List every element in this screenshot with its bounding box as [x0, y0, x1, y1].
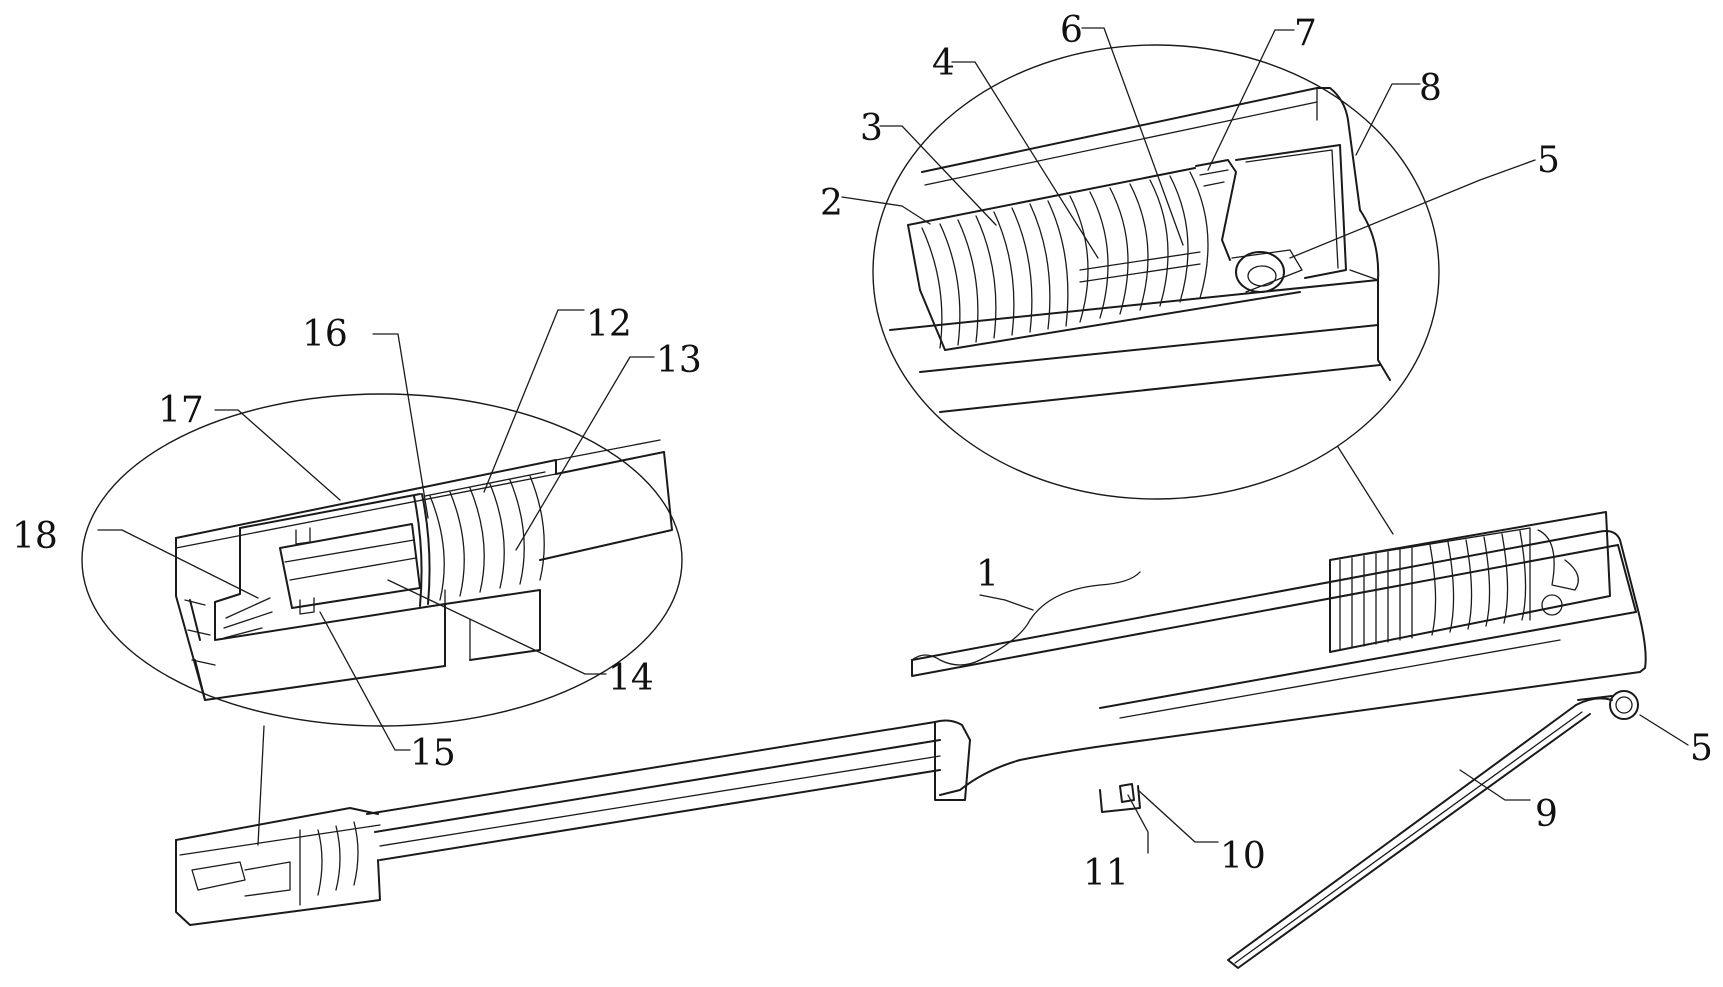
- label-10: 10: [1220, 836, 1266, 877]
- label-17: 17: [158, 390, 204, 431]
- label-6: 6: [1060, 10, 1083, 51]
- label-18: 18: [12, 516, 58, 557]
- detail-leader-left: [258, 726, 264, 845]
- label-2: 2: [820, 183, 843, 224]
- label-11: 11: [1083, 853, 1129, 894]
- label-16: 16: [302, 314, 348, 355]
- label-5-bottom: 5: [1690, 728, 1713, 769]
- front-nozzle: [176, 808, 380, 925]
- label-15: 15: [410, 733, 456, 774]
- label-5-top: 5: [1537, 140, 1560, 181]
- handle-window: [1330, 512, 1610, 652]
- detail-left: [176, 440, 672, 700]
- label-14: 14: [608, 658, 654, 699]
- label-4: 4: [932, 43, 955, 84]
- label-13: 13: [656, 340, 702, 381]
- label-12: 12: [586, 304, 632, 345]
- label-9: 9: [1535, 794, 1558, 835]
- label-1: 1: [976, 554, 999, 595]
- label-7: 7: [1294, 13, 1317, 54]
- detail-ellipse-left: [82, 394, 682, 726]
- label-8: 8: [1419, 68, 1442, 109]
- label-3: 3: [860, 108, 883, 149]
- detail-top: [890, 88, 1390, 412]
- detail-leader-top: [1338, 447, 1393, 534]
- part-labels: 1 2 3 4 5 6 7 8 5 9 10 11 12 13 14 15 16…: [12, 10, 1713, 894]
